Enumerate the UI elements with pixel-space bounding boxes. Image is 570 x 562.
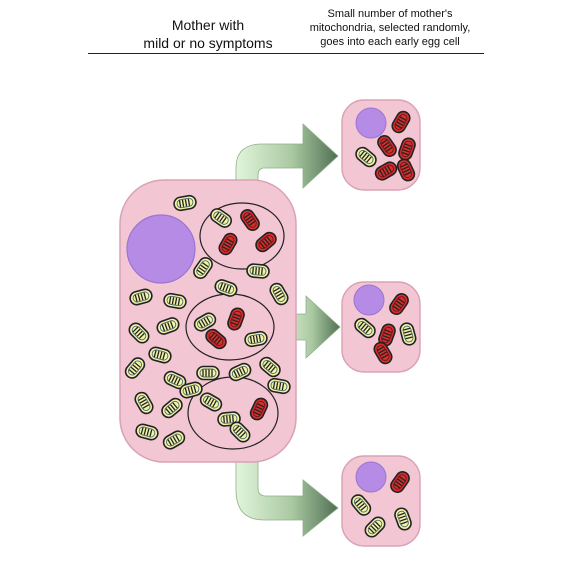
- egg-cell-header: Small number of mother's mitochondria, s…: [309, 8, 471, 48]
- mother-nucleus: [126, 214, 196, 284]
- arrow-to-egg-3: [235, 455, 339, 537]
- mother-header: Mother with mild or no symptoms: [143, 17, 273, 51]
- egg-cell-2: [341, 281, 421, 373]
- egg-cell-1: [341, 99, 421, 191]
- header-rule: [88, 53, 484, 54]
- arrow-to-egg-1: [235, 123, 339, 199]
- egg-1-nucleus: [355, 107, 387, 139]
- egg-cell-3: [341, 455, 421, 547]
- egg-2-nucleus: [353, 284, 385, 316]
- mitochondrion-normal-icon: [196, 365, 220, 381]
- mitochondrion-normal-icon: [245, 262, 271, 280]
- mother-cell: [119, 179, 297, 463]
- egg-3-nucleus: [355, 461, 387, 493]
